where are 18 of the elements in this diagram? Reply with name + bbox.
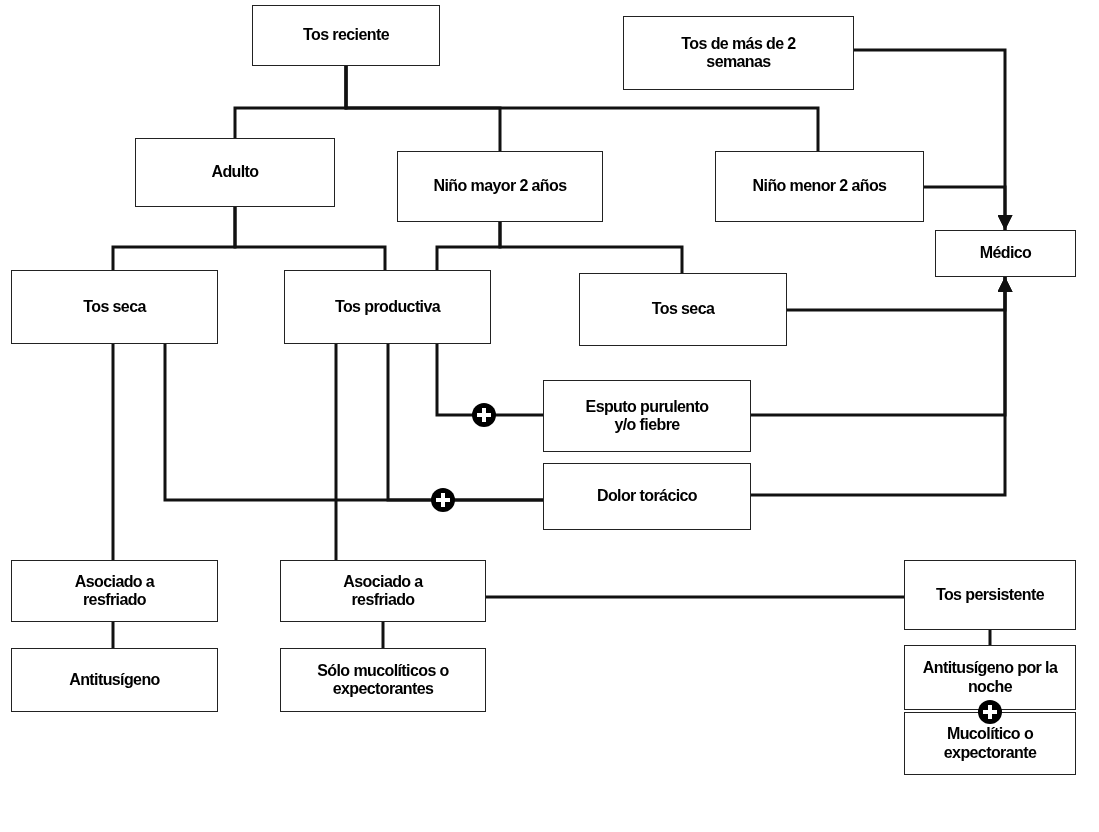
flow-box: Tos productiva (284, 270, 491, 344)
flow-box: Mucolítico o expectorante (904, 712, 1076, 775)
flow-box: Antitusígeno por la noche (904, 645, 1076, 710)
flow-box: Esputo purulento y/o fiebre (543, 380, 751, 452)
flow-box: Médico (935, 230, 1076, 277)
flow-box: Antitusígeno (11, 648, 218, 712)
flow-box: Tos seca (579, 273, 787, 346)
flow-box: Tos persistente (904, 560, 1076, 630)
flow-box: Asociado a resfriado (11, 560, 218, 622)
flow-box: Asociado a resfriado (280, 560, 486, 622)
flow-box: Dolor torácico (543, 463, 751, 530)
flow-box: Niño mayor 2 años (397, 151, 603, 222)
flow-box: Tos seca (11, 270, 218, 344)
flow-box: Tos de más de 2 semanas (623, 16, 854, 90)
flow-box: Sólo mucolíticos o expectorantes (280, 648, 486, 712)
flow-box: Niño menor 2 años (715, 151, 924, 222)
flow-box: Adulto (135, 138, 335, 207)
flow-box: Tos reciente (252, 5, 440, 66)
